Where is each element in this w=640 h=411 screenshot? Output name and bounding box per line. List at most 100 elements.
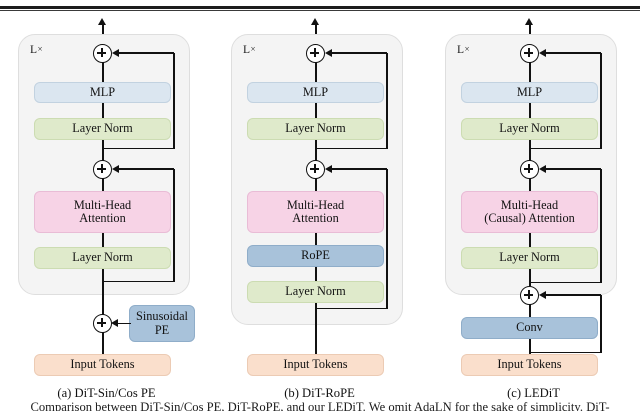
diagram-stage-c: L× MLP Layer Norm Multi-Head (Causal) At…	[427, 0, 640, 385]
conv-bypass-h-lower-c	[529, 351, 602, 354]
block-conv-c: Conv	[461, 317, 598, 339]
output-arrowhead-b	[310, 18, 319, 25]
block-layer-norm-top-a: Layer Norm	[34, 118, 171, 140]
residual-mid-v-a	[173, 169, 175, 281]
stem-c-5	[529, 233, 531, 248]
add-node-mid-c	[520, 160, 539, 179]
residual-mid-h-lower-a	[102, 280, 175, 283]
residual-mid-h-upper-b	[331, 168, 387, 170]
residual-top-arrowhead-c	[539, 48, 546, 57]
block-input-tokens-c: Input Tokens	[461, 354, 598, 376]
output-arrowhead-c	[524, 18, 533, 25]
block-attention-c: Multi-Head (Causal) Attention	[461, 191, 598, 233]
residual-mid-h-upper-a	[118, 168, 174, 170]
loop-count-value-a: L	[30, 44, 38, 56]
pe-arrow-line-a	[117, 322, 131, 325]
diagram-stage-b: L× MLP Layer Norm Multi-Head Attention R…	[213, 0, 426, 385]
stem-a-5	[102, 233, 104, 248]
stem-c-7	[529, 304, 531, 318]
stem-c-3	[529, 140, 531, 162]
block-layer-norm-bottom-c: Layer Norm	[461, 247, 598, 269]
add-node-top-a	[93, 44, 112, 63]
page-top-rule-thin	[0, 10, 640, 11]
panel-caption-b: (b) DiT-RoPE	[284, 386, 355, 400]
stem-a-4	[102, 178, 104, 192]
block-sinusoidal-pe-a: Sinusoidal PE	[129, 305, 195, 342]
stem-b-1	[315, 62, 317, 83]
add-node-top-b	[306, 44, 325, 63]
residual-top-h-upper-c	[545, 52, 601, 54]
block-input-tokens-b: Input Tokens	[247, 354, 384, 376]
conv-bypass-arrowhead-c	[539, 290, 546, 299]
add-node-bottom-a	[93, 314, 112, 333]
stem-c-1	[529, 62, 531, 83]
diagram-stage-a: L× MLP Layer Norm Multi-Head Attention L…	[0, 0, 213, 385]
figure-caption-text: Comparison between DiT-Sin/Cos PE, DiT-R…	[30, 400, 610, 411]
stem-b-5	[315, 233, 317, 246]
residual-mid-v-c	[600, 169, 602, 282]
add-node-bottom-c	[520, 286, 539, 305]
conv-bypass-h-upper-c	[545, 294, 601, 296]
loop-count-label-a: L×	[30, 44, 43, 56]
residual-mid-h-upper-c	[545, 168, 601, 170]
stem-a-6	[102, 269, 104, 316]
block-layer-norm-top-c: Layer Norm	[461, 118, 598, 140]
block-layer-norm-bottom-b: Layer Norm	[247, 281, 384, 303]
stem-a-2	[102, 103, 104, 119]
block-layer-norm-bottom-a: Layer Norm	[34, 247, 171, 269]
page-top-rule	[0, 6, 640, 9]
block-rope-b: RoPE	[247, 245, 384, 267]
block-attention-b: Multi-Head Attention	[247, 191, 384, 233]
loop-times-symbol-b: ×	[250, 44, 257, 54]
residual-top-v-a	[173, 53, 175, 148]
loop-count-value-c: L	[457, 44, 465, 56]
stem-c-8	[529, 339, 531, 355]
stem-a-7	[102, 332, 104, 355]
pe-arrowhead-a	[111, 319, 118, 327]
conv-bypass-v-c	[600, 295, 602, 352]
output-arrowhead-a	[97, 18, 106, 25]
residual-mid-arrowhead-c	[539, 164, 546, 173]
stem-c-4	[529, 178, 531, 192]
stem-c-6	[529, 269, 531, 286]
residual-top-h-lower-c	[529, 147, 602, 150]
block-mlp-c: MLP	[461, 82, 598, 103]
add-node-top-c	[520, 44, 539, 63]
panel-ledit: L× MLP Layer Norm Multi-Head (Causal) At…	[427, 0, 640, 411]
residual-mid-v-b	[386, 169, 388, 308]
loop-times-symbol-c: ×	[464, 44, 471, 54]
stem-b-4	[315, 178, 317, 192]
residual-top-h-upper-a	[118, 52, 174, 54]
stem-a-3	[102, 140, 104, 162]
block-mlp-a: MLP	[34, 82, 171, 103]
loop-count-value-b: L	[243, 44, 251, 56]
block-input-tokens-a: Input Tokens	[34, 354, 171, 376]
add-node-mid-a	[93, 160, 112, 179]
residual-top-arrowhead-b	[325, 48, 332, 57]
loop-count-label-c: L×	[457, 44, 470, 56]
loop-count-label-b: L×	[243, 44, 256, 56]
residual-mid-h-lower-c	[529, 281, 602, 284]
figure-caption: Comparison between DiT-Sin/Cos PE, DiT-R…	[0, 400, 640, 411]
residual-top-arrowhead-a	[112, 48, 119, 57]
panel-dit-rope: L× MLP Layer Norm Multi-Head Attention R…	[213, 0, 426, 411]
stem-b-6	[315, 267, 317, 282]
stem-b-2	[315, 103, 317, 119]
stem-c-2	[529, 103, 531, 119]
block-layer-norm-top-b: Layer Norm	[247, 118, 384, 140]
panel-dit-sincos-pe: L× MLP Layer Norm Multi-Head Attention L…	[0, 0, 213, 411]
stem-a-1	[102, 62, 104, 83]
add-node-mid-b	[306, 160, 325, 179]
block-attention-a: Multi-Head Attention	[34, 191, 171, 233]
residual-mid-arrowhead-b	[325, 164, 332, 173]
residual-top-h-upper-b	[331, 52, 387, 54]
residual-top-h-lower-b	[315, 147, 388, 150]
residual-top-v-b	[386, 53, 388, 148]
loop-times-symbol-a: ×	[37, 44, 44, 54]
residual-top-v-c	[600, 53, 602, 148]
stem-b-7	[315, 303, 317, 354]
block-mlp-b: MLP	[247, 82, 384, 103]
panel-caption-c: (c) LEDiT	[507, 386, 560, 400]
residual-mid-h-lower-b	[315, 307, 388, 310]
panel-caption-a: (a) DiT-Sin/Cos PE	[57, 386, 156, 400]
